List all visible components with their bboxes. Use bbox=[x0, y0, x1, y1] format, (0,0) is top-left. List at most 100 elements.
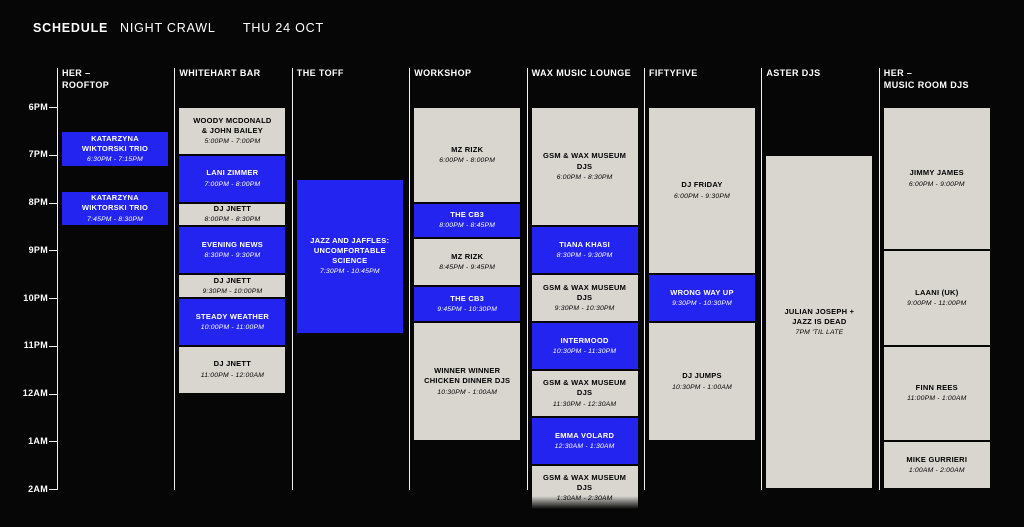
event-time: 8:30PM - 9:30PM bbox=[204, 252, 261, 260]
event-time: 6:00PM - 8:30PM bbox=[556, 173, 613, 181]
event-time: 1:00AM - 2:00AM bbox=[908, 467, 965, 475]
event-title: LANI ZIMMER bbox=[206, 168, 259, 178]
event-block[interactable]: TIANA KHASI 8:30PM - 9:30PM bbox=[531, 227, 638, 274]
event-title: GSM & WAX MUSEUM DJS bbox=[543, 151, 627, 171]
time-label: 9PM bbox=[28, 244, 48, 255]
venue-divider-line bbox=[291, 68, 293, 490]
venue-header: HER – MUSIC ROOM DJS bbox=[883, 68, 969, 90]
event-time: 10:30PM - 1:00AM bbox=[437, 388, 498, 396]
event-title: THE CB3 bbox=[450, 293, 485, 303]
time-tick bbox=[49, 250, 57, 252]
event-title: GSM & WAX MUSEUM DJS bbox=[543, 378, 627, 398]
time-tick bbox=[49, 202, 57, 204]
event-block[interactable]: JAZZ AND JAFFLES: UNCOMFORTABLE SCIENCE 7… bbox=[296, 179, 403, 333]
event-title: TIANA KHASI bbox=[559, 240, 610, 250]
event-time: 8:45PM - 9:45PM bbox=[439, 264, 496, 272]
event-title: DJ JNETT bbox=[213, 275, 252, 285]
event-title: DJ FRIDAY bbox=[681, 180, 723, 190]
time-label: 2AM bbox=[28, 483, 48, 494]
venue-header: THE TOFF bbox=[296, 68, 344, 78]
time-label: 11PM bbox=[23, 340, 48, 351]
event-title: STEADY WEATHER bbox=[195, 311, 269, 321]
header: SCHEDULE NIGHT CRAWL THU 24 OCT bbox=[0, 21, 1024, 39]
time-tick bbox=[49, 107, 57, 108]
venue-divider-line bbox=[761, 68, 763, 490]
event-time: 5:00PM - 7:00PM bbox=[204, 137, 261, 145]
event-block[interactable]: WRONG WAY UP 9:30PM - 10:30PM bbox=[649, 275, 755, 321]
event-time: 10:00PM - 11:00PM bbox=[200, 323, 265, 331]
time-tick bbox=[49, 345, 57, 347]
event-block[interactable]: GSM & WAX MUSEUM DJS 9:30PM - 10:30PM bbox=[531, 275, 638, 321]
event-title: FINN REES bbox=[915, 383, 958, 393]
event-title: GSM & WAX MUSEUM DJS bbox=[543, 282, 627, 302]
event-title: JULIAN JOSEPH + JAZZ IS DEAD bbox=[784, 306, 855, 326]
event-time: 8:30PM - 9:30PM bbox=[556, 252, 613, 260]
venue-header: FIFTYFIVE bbox=[649, 68, 698, 78]
event-time: 8:00PM - 8:45PM bbox=[439, 222, 496, 230]
event-title: LAANI (UK) bbox=[915, 287, 959, 297]
event-block[interactable]: LAANI (UK) 9:00PM - 11:00PM bbox=[883, 251, 990, 345]
event-time: 6:00PM - 9:30PM bbox=[674, 192, 730, 200]
event-title: GSM & WAX MUSEUM DJS bbox=[543, 472, 627, 492]
event-block[interactable]: WINNER WINNER CHICKEN DINNER DJS 10:30PM … bbox=[414, 322, 521, 441]
time-label: 8PM bbox=[28, 197, 48, 207]
event-block[interactable]: THE CB3 9:45PM - 10:30PM bbox=[414, 287, 521, 321]
event-time: 9:30PM - 10:30PM bbox=[554, 305, 615, 313]
event-time: 11:00PM - 12:00AM bbox=[200, 371, 265, 379]
event-title: KATARZYNA WIKTORSKI TRIO bbox=[81, 193, 149, 213]
event-time: 7:30PM - 10:45PM bbox=[319, 268, 380, 276]
time-label: 12AM bbox=[22, 388, 48, 398]
time-tick bbox=[49, 489, 57, 490]
venue-divider-line bbox=[409, 68, 411, 490]
event-title: DJ JNETT bbox=[213, 204, 252, 214]
page-title: SCHEDULE bbox=[33, 21, 109, 35]
event-title: JAZZ AND JAFFLES: UNCOMFORTABLE SCIENCE bbox=[310, 235, 390, 266]
event-block[interactable]: THE CB3 8:00PM - 8:45PM bbox=[414, 203, 521, 238]
venue-divider-line bbox=[878, 68, 880, 490]
event-title: THE CB3 bbox=[450, 210, 485, 220]
event-block[interactable]: STEADY WEATHER 10:00PM - 11:00PM bbox=[179, 299, 286, 345]
event-block[interactable]: JULIAN JOSEPH + JAZZ IS DEAD 7PM 'TIL LAT… bbox=[766, 155, 873, 488]
event-block[interactable]: DJ FRIDAY 6:00PM - 9:30PM bbox=[649, 108, 755, 274]
event-time: 9:30PM - 10:30PM bbox=[672, 299, 732, 307]
event-time: 11:00PM - 1:00AM bbox=[907, 395, 967, 403]
venue-header: ASTER DJS bbox=[766, 68, 821, 78]
event-time: 7PM 'TIL LATE bbox=[795, 328, 844, 336]
event-time: 9:00PM - 11:00PM bbox=[907, 299, 967, 307]
event-title: EMMA VOLARD bbox=[555, 431, 615, 441]
event-block[interactable]: GSM & WAX MUSEUM DJS 6:00PM - 8:30PM bbox=[531, 108, 638, 226]
event-block[interactable]: DJ JNETT 8:00PM - 8:30PM bbox=[179, 203, 286, 226]
venue-divider-line bbox=[57, 68, 58, 490]
event-block[interactable]: EMMA VOLARD 12:30AM - 1:30AM bbox=[531, 418, 638, 465]
event-time: 12:30AM - 1:30AM bbox=[554, 443, 615, 451]
event-title: INTERMOOD bbox=[560, 335, 609, 345]
event-time: 9:45PM - 10:30PM bbox=[437, 305, 498, 313]
event-title: WINNER WINNER CHICKEN DINNER DJS bbox=[424, 366, 511, 386]
time-tick bbox=[49, 393, 57, 395]
event-block[interactable]: FINN REES 11:00PM - 1:00AM bbox=[883, 346, 990, 441]
event-time: 8:00PM - 8:30PM bbox=[204, 216, 261, 224]
event-block[interactable]: MZ RIZK 8:45PM - 9:45PM bbox=[414, 239, 521, 286]
event-title: WRONG WAY UP bbox=[670, 287, 734, 297]
time-tick bbox=[49, 441, 57, 443]
event-title: KATARZYNA WIKTORSKI TRIO bbox=[81, 133, 149, 153]
event-title: DJ JUMPS bbox=[682, 371, 722, 381]
event-title: MZ RIZK bbox=[451, 252, 484, 262]
event-time: 6:00PM - 8:00PM bbox=[439, 156, 496, 164]
venue-header: HER – ROOFTOP bbox=[62, 68, 110, 90]
event-date: THU 24 OCT bbox=[243, 21, 324, 35]
